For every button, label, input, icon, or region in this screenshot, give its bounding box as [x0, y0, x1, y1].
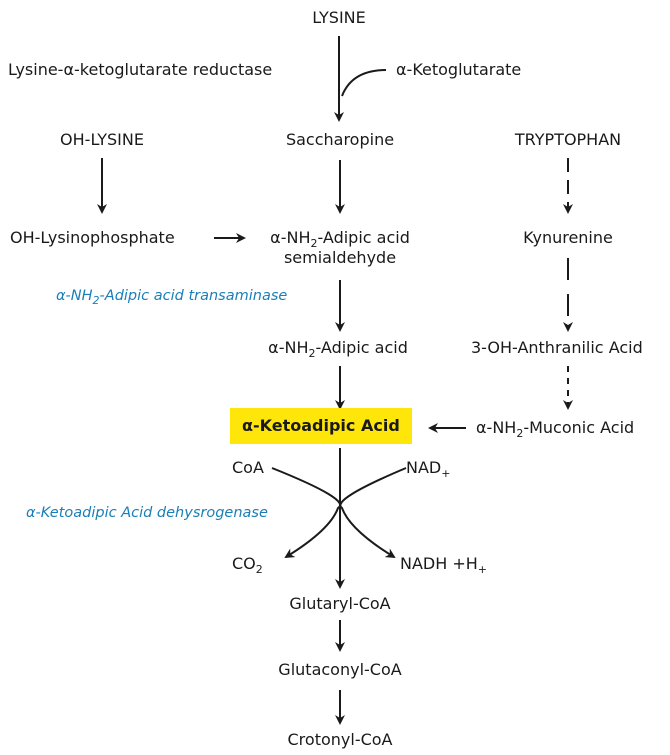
node-tryptophan: TRYPTOPHAN — [514, 130, 622, 149]
node-saccharopine: Saccharopine — [285, 130, 395, 149]
enzyme-ketoadipic-dehydrogenase: α-Ketoadipic Acid dehysrogenase — [26, 505, 268, 521]
node-amino-muconic-acid: α-NH2-Muconic Acid — [476, 418, 635, 441]
node-glutaryl-coa: Glutaryl-CoA — [289, 594, 391, 613]
cofactor-nad-plus: NAD+ — [406, 458, 451, 481]
cofactor-co2: CO2 — [232, 554, 263, 577]
node-glutaconyl-coa: Glutaconyl-CoA — [278, 660, 402, 679]
node-alpha-ketoglutarate: α-Ketoglutarate — [396, 60, 522, 79]
node-amino-adipic-acid: α-NH2-Adipic acid — [268, 338, 408, 361]
cofactor-nadh: NADH +H+ — [400, 554, 488, 577]
node-3-oh-anthranilic-acid: 3-OH-Anthranilic Acid — [471, 338, 643, 357]
arrow-ketoglutarate-joining — [341, 69, 387, 97]
node-lysine: LYSINE — [312, 8, 366, 27]
node-alpha-ketoadipic-acid: α-Ketoadipic Acid — [230, 408, 412, 444]
node-oh-lysine: OH-LYSINE — [60, 130, 144, 149]
arrow-nad-to-nadh — [339, 467, 407, 559]
node-kynurenine: Kynurenine — [523, 228, 613, 247]
node-crotonyl-coa: Crotonyl-CoA — [287, 730, 393, 749]
arrow-coa-to-co2 — [271, 467, 341, 559]
enzyme-lysine-reductase: Lysine-α-ketoglutarate reductase — [8, 60, 273, 79]
cofactor-coa: CoA — [232, 458, 264, 477]
node-oh-lysinophosphate: OH-Lysinophosphate — [10, 228, 175, 247]
enzyme-adipic-transaminase: α-NH2-Adipic acid transaminase — [56, 288, 288, 307]
